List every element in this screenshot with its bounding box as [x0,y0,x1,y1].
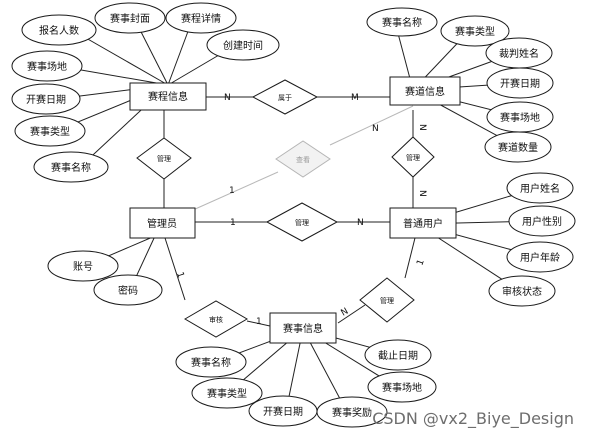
entity-track[interactable]: 赛道信息 [389,76,461,106]
attribute-track-start-date[interactable]: 开赛日期 [486,67,554,99]
attribute-event-type-label: 赛事类型 [207,387,247,400]
attribute-admin-account-label: 账号 [73,261,93,273]
attribute-event-start-date-label: 开赛日期 [263,405,303,418]
attribute-course-type[interactable]: 赛事类型 [14,115,86,147]
cardinality-event-manage: N [340,307,351,319]
entity-event-label: 赛事信息 [283,322,323,335]
cardinality-course-belongs: N [224,93,231,103]
cardinality-user-from-view: N [417,190,427,197]
cardinality-admin-view: 1 [229,186,235,196]
attribute-user-age[interactable]: 用户年龄 [506,241,574,273]
relationship-manage-course-label: 管理 [157,154,171,163]
attribute-event-deadline[interactable]: 截止日期 [364,339,432,371]
entity-course[interactable]: 赛程信息 [129,82,207,111]
attribute-course-cover-label: 赛事封面 [110,12,150,25]
cardinality-event-audit: 1 [256,317,262,327]
relationship-belongs-label: 属于 [278,94,292,102]
attribute-event-name[interactable]: 赛事名称 [175,346,247,378]
attribute-user-review[interactable]: 审核状态 [488,275,556,307]
attribute-user-name[interactable]: 用户姓名 [506,172,574,204]
cardinality-admin-audit: 1 [174,271,185,280]
attribute-course-type-label: 赛事类型 [30,125,70,138]
attribute-user-gender-label: 用户性别 [522,215,562,228]
attribute-event-award-label: 赛事奖励 [332,406,372,419]
attribute-course-signup-count-label: 报名人数 [39,24,79,37]
attribute-course-venue-label: 赛事场地 [27,60,67,73]
cardinality-track-view: N [372,124,379,134]
relationship-manage-track-label: 管理 [406,153,420,162]
entity-user-label: 普通用户 [403,217,443,230]
relationship-audit-label: 审核 [209,315,223,324]
attribute-track-name[interactable]: 赛事名称 [366,7,438,37]
attribute-event-name-label: 赛事名称 [191,356,231,369]
attribute-event-award[interactable]: 赛事奖励 [316,396,388,428]
relationship-manage-event-label: 管理 [380,296,394,305]
attribute-course-signup-count[interactable]: 报名人数 [21,14,97,46]
attribute-event-venue[interactable]: 赛事场地 [367,371,437,403]
attribute-track-name-label: 赛事名称 [382,16,422,29]
entity-course-label: 赛程信息 [148,90,188,103]
attribute-user-name-label: 用户姓名 [520,182,560,195]
cardinality-admin-manage-user: 1 [230,218,236,228]
attribute-track-type-label: 赛事类型 [455,25,495,38]
relationship-manage-course[interactable]: 管理 [136,137,192,180]
cardinality-track-to-view: N [417,124,427,131]
attribute-course-detail-label: 赛程详情 [181,12,221,25]
attribute-track-count-label: 赛道数量 [498,141,538,154]
cardinality-labels: N M 1 N N N 1 N 1 1 N 1 [174,93,427,327]
attribute-course-cover[interactable]: 赛事封面 [94,2,166,34]
attribute-track-venue[interactable]: 赛事场地 [486,101,554,133]
attribute-track-venue-label: 赛事场地 [500,111,540,124]
entity-track-label: 赛道信息 [405,85,445,98]
entity-event[interactable]: 赛事信息 [269,312,337,344]
attribute-track-type[interactable]: 赛事类型 [440,15,510,47]
cardinality-user-manage: N [357,218,364,228]
attribute-course-start-date-label: 开赛日期 [26,93,66,106]
attribute-course-detail[interactable]: 赛程详情 [165,2,237,34]
attribute-course-created-label: 创建时间 [223,39,263,52]
cardinality-track-belongs: M [351,93,359,103]
cardinality-user-manage-event: 1 [415,258,426,267]
watermark: CSDN @vx2_Biye_Design [372,409,574,429]
relationship-view-label: 查看 [296,155,310,164]
attribute-track-start-date-label: 开赛日期 [500,77,540,90]
entity-user[interactable]: 普通用户 [389,207,457,239]
attribute-course-venue[interactable]: 赛事场地 [11,50,83,82]
attribute-admin-password[interactable]: 密码 [93,274,163,306]
attribute-track-referee-label: 裁判姓名 [499,47,539,60]
relationship-manage-user[interactable]: 管理 [265,202,339,242]
attribute-event-venue-label: 赛事场地 [382,381,422,394]
attribute-course-created[interactable]: 创建时间 [206,29,280,61]
attribute-user-gender[interactable]: 用户性别 [508,205,576,237]
attribute-course-name[interactable]: 赛事名称 [33,151,109,183]
attribute-user-review-label: 审核状态 [502,285,542,298]
attribute-admin-account[interactable]: 账号 [47,250,119,282]
entity-admin[interactable]: 管理员 [129,207,196,239]
attribute-event-deadline-label: 截止日期 [378,349,418,362]
attribute-track-referee[interactable]: 裁判姓名 [485,37,553,69]
relationship-belongs[interactable]: 属于 [251,79,319,115]
relationship-manage-event[interactable]: 管理 [359,277,415,323]
attribute-course-name-label: 赛事名称 [51,161,91,174]
entity-admin-label: 管理员 [147,217,177,230]
relationship-view[interactable]: 查看 [275,140,331,178]
attribute-event-type[interactable]: 赛事类型 [191,377,263,409]
attribute-track-count[interactable]: 赛道数量 [484,131,552,163]
relationship-manage-user-label: 管理 [295,218,309,227]
attribute-user-age-label: 用户年龄 [520,251,560,264]
attribute-admin-password-label: 密码 [118,284,138,297]
relationship-manage-track[interactable]: 管理 [391,136,435,178]
attribute-event-start-date[interactable]: 开赛日期 [248,395,318,427]
relationship-audit[interactable]: 审核 [184,300,248,338]
attribute-course-start-date[interactable]: 开赛日期 [11,83,81,115]
